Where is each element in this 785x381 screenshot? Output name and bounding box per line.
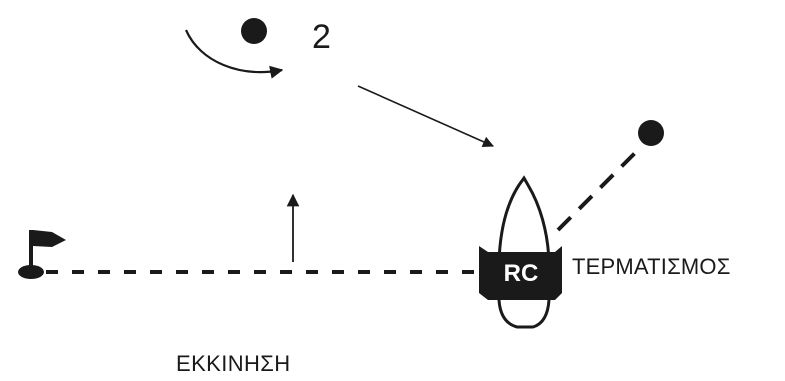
finish-mark-buoy-icon [638,120,664,146]
committee-boat-badge: RC [486,259,556,289]
committee-boat-label: RC [503,260,539,287]
course-leg-arrow [357,85,495,148]
rounding-mark-buoy-icon [241,18,267,44]
committee-boat-icon [479,175,562,329]
pin-end-flag-icon [18,230,66,279]
rounding-mark-number: 2 [312,18,331,56]
finish-line [556,148,640,232]
finish-label: ΤΕΡΜΑΤΙΣΜΟΣ [572,254,731,279]
start-label: ΕΚΚΙΝΗΣΗ [176,351,291,376]
rounding-direction-curved-arrow-icon [184,29,284,79]
